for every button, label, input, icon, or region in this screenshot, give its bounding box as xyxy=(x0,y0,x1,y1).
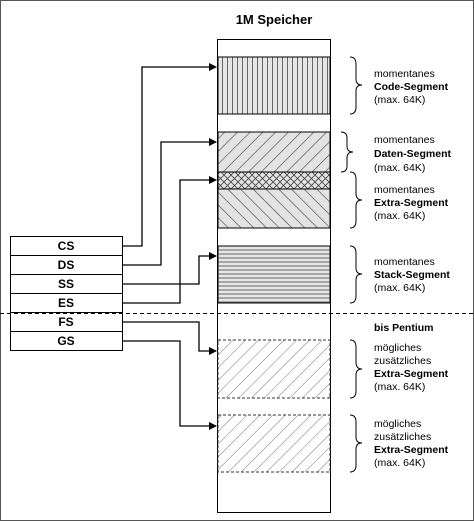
arrow-gs xyxy=(122,340,217,430)
extra-label-line1: momentanes xyxy=(374,184,435,196)
code-label-line2: Code-Segment xyxy=(374,81,449,93)
stack-label-line2: Stack-Segment xyxy=(374,269,450,281)
extra-segment-block xyxy=(217,188,331,229)
code-label-line3: (max. 64K) xyxy=(374,94,425,106)
label-extra: momentanes Extra-Segment (max. 64K) xyxy=(374,184,449,222)
register-table: CS DS SS ES FS GS xyxy=(10,236,123,351)
register-es: ES xyxy=(58,296,74,310)
register-gs: GS xyxy=(57,334,74,348)
brace-code xyxy=(349,56,363,115)
arrow-ds xyxy=(122,138,217,266)
brace-stack xyxy=(349,245,363,304)
label-gs-extra: mögliches zusätzliches Extra-Segment (ma… xyxy=(374,418,449,469)
register-ss: SS xyxy=(58,277,74,291)
label-stack: momentanes Stack-Segment (max. 64K) xyxy=(374,256,450,294)
stack-label-line3: (max. 64K) xyxy=(374,282,425,294)
brace-extra xyxy=(349,171,363,229)
register-cs: CS xyxy=(58,239,75,253)
gs-extra-label-line4: (max. 64K) xyxy=(374,457,425,469)
brace-fs-extra xyxy=(349,339,363,399)
fs-extra-segment-block xyxy=(217,339,331,399)
arrow-fs xyxy=(122,321,217,355)
fs-extra-label-line1: mögliches xyxy=(374,342,421,354)
label-code: momentanes Code-Segment (max. 64K) xyxy=(374,68,449,106)
data-label-line1: momentanes xyxy=(374,134,435,146)
pentium-label: bis Pentium xyxy=(374,322,434,334)
arrow-cs xyxy=(122,63,217,247)
diagram-title: 1M Speicher xyxy=(236,12,313,27)
gs-extra-segment-block xyxy=(217,414,331,473)
extra-label-line3: (max. 64K) xyxy=(374,210,425,222)
data-label-line2: Daten-Segment xyxy=(374,148,452,160)
fs-extra-label-line2: zusätzliches xyxy=(374,355,431,367)
label-data: momentanes Daten-Segment (max. 64K) xyxy=(374,134,452,174)
label-fs-extra: mögliches zusätzliches Extra-Segment (ma… xyxy=(374,342,449,393)
arrow-ss xyxy=(122,252,217,285)
brace-data xyxy=(340,131,354,173)
fs-extra-label-line4: (max. 64K) xyxy=(374,381,425,393)
gs-extra-label-line2: zusätzliches xyxy=(374,431,431,443)
data-label-line3: (max. 64K) xyxy=(374,162,425,174)
overlap-block xyxy=(217,171,331,190)
register-fs: FS xyxy=(58,315,73,329)
stack-segment-block xyxy=(217,245,331,304)
data-segment-block xyxy=(217,131,331,173)
code-label-line1: momentanes xyxy=(374,68,435,80)
fs-extra-label-line3: Extra-Segment xyxy=(374,368,449,380)
register-ds: DS xyxy=(58,258,75,272)
code-segment-block xyxy=(217,56,331,115)
gs-extra-label-line3: Extra-Segment xyxy=(374,444,449,456)
gs-extra-label-line1: mögliches xyxy=(374,418,421,430)
arrow-es xyxy=(122,176,217,304)
extra-label-line2: Extra-Segment xyxy=(374,197,449,209)
brace-gs-extra xyxy=(349,414,363,473)
stack-label-line1: momentanes xyxy=(374,256,435,268)
